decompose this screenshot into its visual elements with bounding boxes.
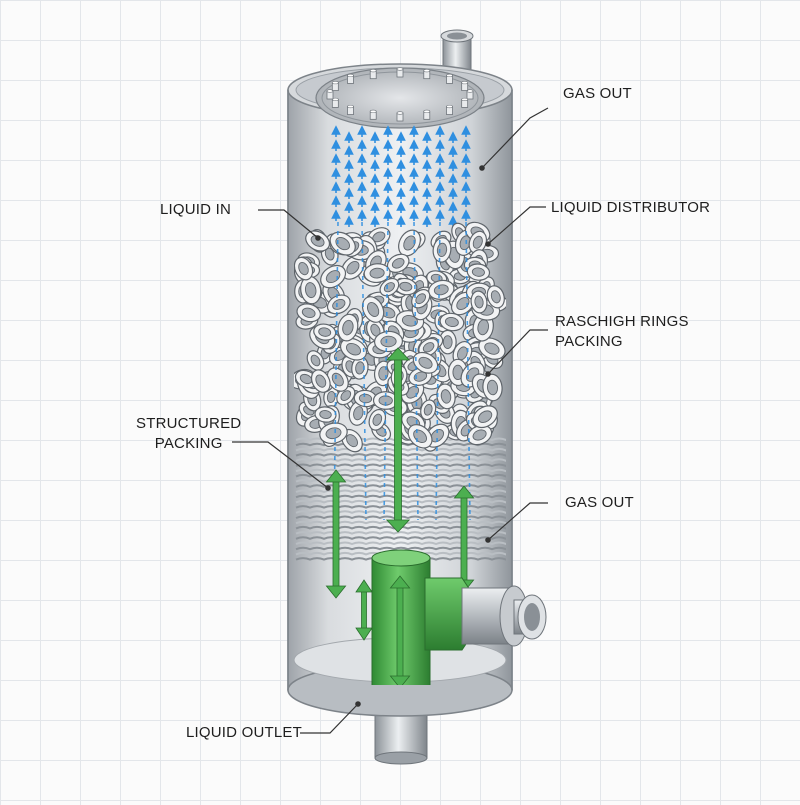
raschig-ring: [466, 263, 491, 281]
raschig-ring: [294, 369, 318, 389]
packing-sheet: [295, 468, 506, 473]
bolt: [369, 109, 377, 120]
raschig-ring: [428, 279, 455, 300]
bolt: [396, 67, 404, 78]
leader-gas-out-top: [481, 107, 549, 169]
raschig-ring: [339, 337, 368, 361]
leader-liquid-distributor: [487, 206, 546, 245]
liquid-distributor-plate: [315, 67, 485, 129]
packing-sheet: [295, 453, 506, 457]
leader-gas-out-side: [487, 502, 548, 541]
raschig-rings-packing: [294, 221, 506, 453]
liquid-flow-arrows: [331, 125, 471, 227]
label-leader-lines: [232, 107, 549, 734]
raschig-ring: [353, 389, 378, 408]
raschig-ring: [363, 263, 391, 284]
bolt: [461, 80, 469, 91]
raschig-ring: [296, 303, 321, 323]
bolt: [446, 73, 453, 84]
leader-liquid-in: [258, 209, 319, 239]
raschig-ring: [368, 408, 387, 431]
raschig-ring: [294, 256, 314, 281]
raschig-ring: [418, 337, 439, 357]
raschig-ring: [329, 231, 356, 256]
bolt: [396, 111, 404, 122]
bolt: [347, 73, 354, 84]
raschig-ring: [348, 400, 368, 426]
raschig-ring: [386, 253, 410, 273]
leader-structured-packing: [232, 441, 329, 489]
raschig-ring: [305, 230, 331, 252]
raschig-ring: [412, 351, 439, 374]
raschig-ring: [482, 373, 503, 402]
raschig-ring: [478, 337, 506, 360]
label-raschig-rings-packing: RASCHIGH RINGS PACKING: [555, 313, 689, 350]
label-liquid-distributor: LIQUID DISTRIBUTOR: [551, 199, 711, 216]
gas-flow-arrow: [385, 347, 411, 533]
raschig-ring: [326, 294, 351, 315]
gas-flow-arrow: [325, 469, 347, 599]
leader-raschig-rings: [487, 329, 548, 375]
gas-flow-arrow: [355, 579, 373, 641]
raschig-ring: [439, 312, 465, 332]
raschig-ring: [411, 288, 431, 309]
packing-sheet: [295, 463, 506, 468]
raschig-ring: [407, 424, 433, 449]
leader-liquid-outlet: [300, 703, 359, 734]
bolt: [446, 104, 453, 115]
label-liquid-outlet: LIQUID OUTLET: [186, 724, 302, 741]
bolt: [331, 97, 339, 108]
raschig-ring: [379, 277, 400, 297]
gas-inlet-pipe-arrows: [389, 575, 411, 685]
raschig-ring: [310, 369, 331, 393]
bolt: [369, 69, 377, 80]
gas-flow-arrow: [389, 575, 411, 685]
label-gas-out-top: GAS OUT: [563, 85, 632, 102]
bolt: [347, 104, 354, 115]
raschig-ring: [436, 383, 456, 410]
bolt: [423, 109, 431, 120]
raschig-ring: [314, 406, 337, 423]
label-structured-packing: STRUCTURED PACKING: [136, 415, 242, 452]
raschig-ring: [351, 356, 369, 380]
side-gas-nozzle: [461, 585, 547, 647]
bolt: [423, 69, 431, 80]
raschig-ring: [319, 422, 348, 445]
raschig-ring: [470, 290, 488, 314]
raschig-ring: [486, 285, 505, 309]
bolt: [326, 89, 334, 100]
raschig-ring: [438, 329, 457, 355]
raschig-ring: [306, 350, 325, 371]
raschig-ring: [320, 264, 347, 289]
packing-sheet: [295, 447, 506, 452]
bolt: [466, 89, 474, 100]
raschig-ring: [313, 323, 337, 341]
raschig-ring: [432, 237, 452, 263]
packing-sheet: [295, 458, 506, 462]
label-gas-out-side: GAS OUT: [565, 494, 634, 511]
bolt: [461, 97, 469, 108]
raschig-ring: [420, 399, 437, 421]
gas-flow-arrows: [325, 347, 475, 641]
distributor-bolts: [326, 67, 474, 122]
raschig-ring: [337, 313, 359, 342]
raschig-ring: [361, 296, 385, 323]
raschig-ring: [472, 405, 498, 429]
bolt: [331, 80, 339, 91]
raschig-ring: [373, 330, 404, 353]
raschig-ring: [468, 230, 488, 254]
label-liquid-in: LIQUID IN: [160, 201, 231, 218]
